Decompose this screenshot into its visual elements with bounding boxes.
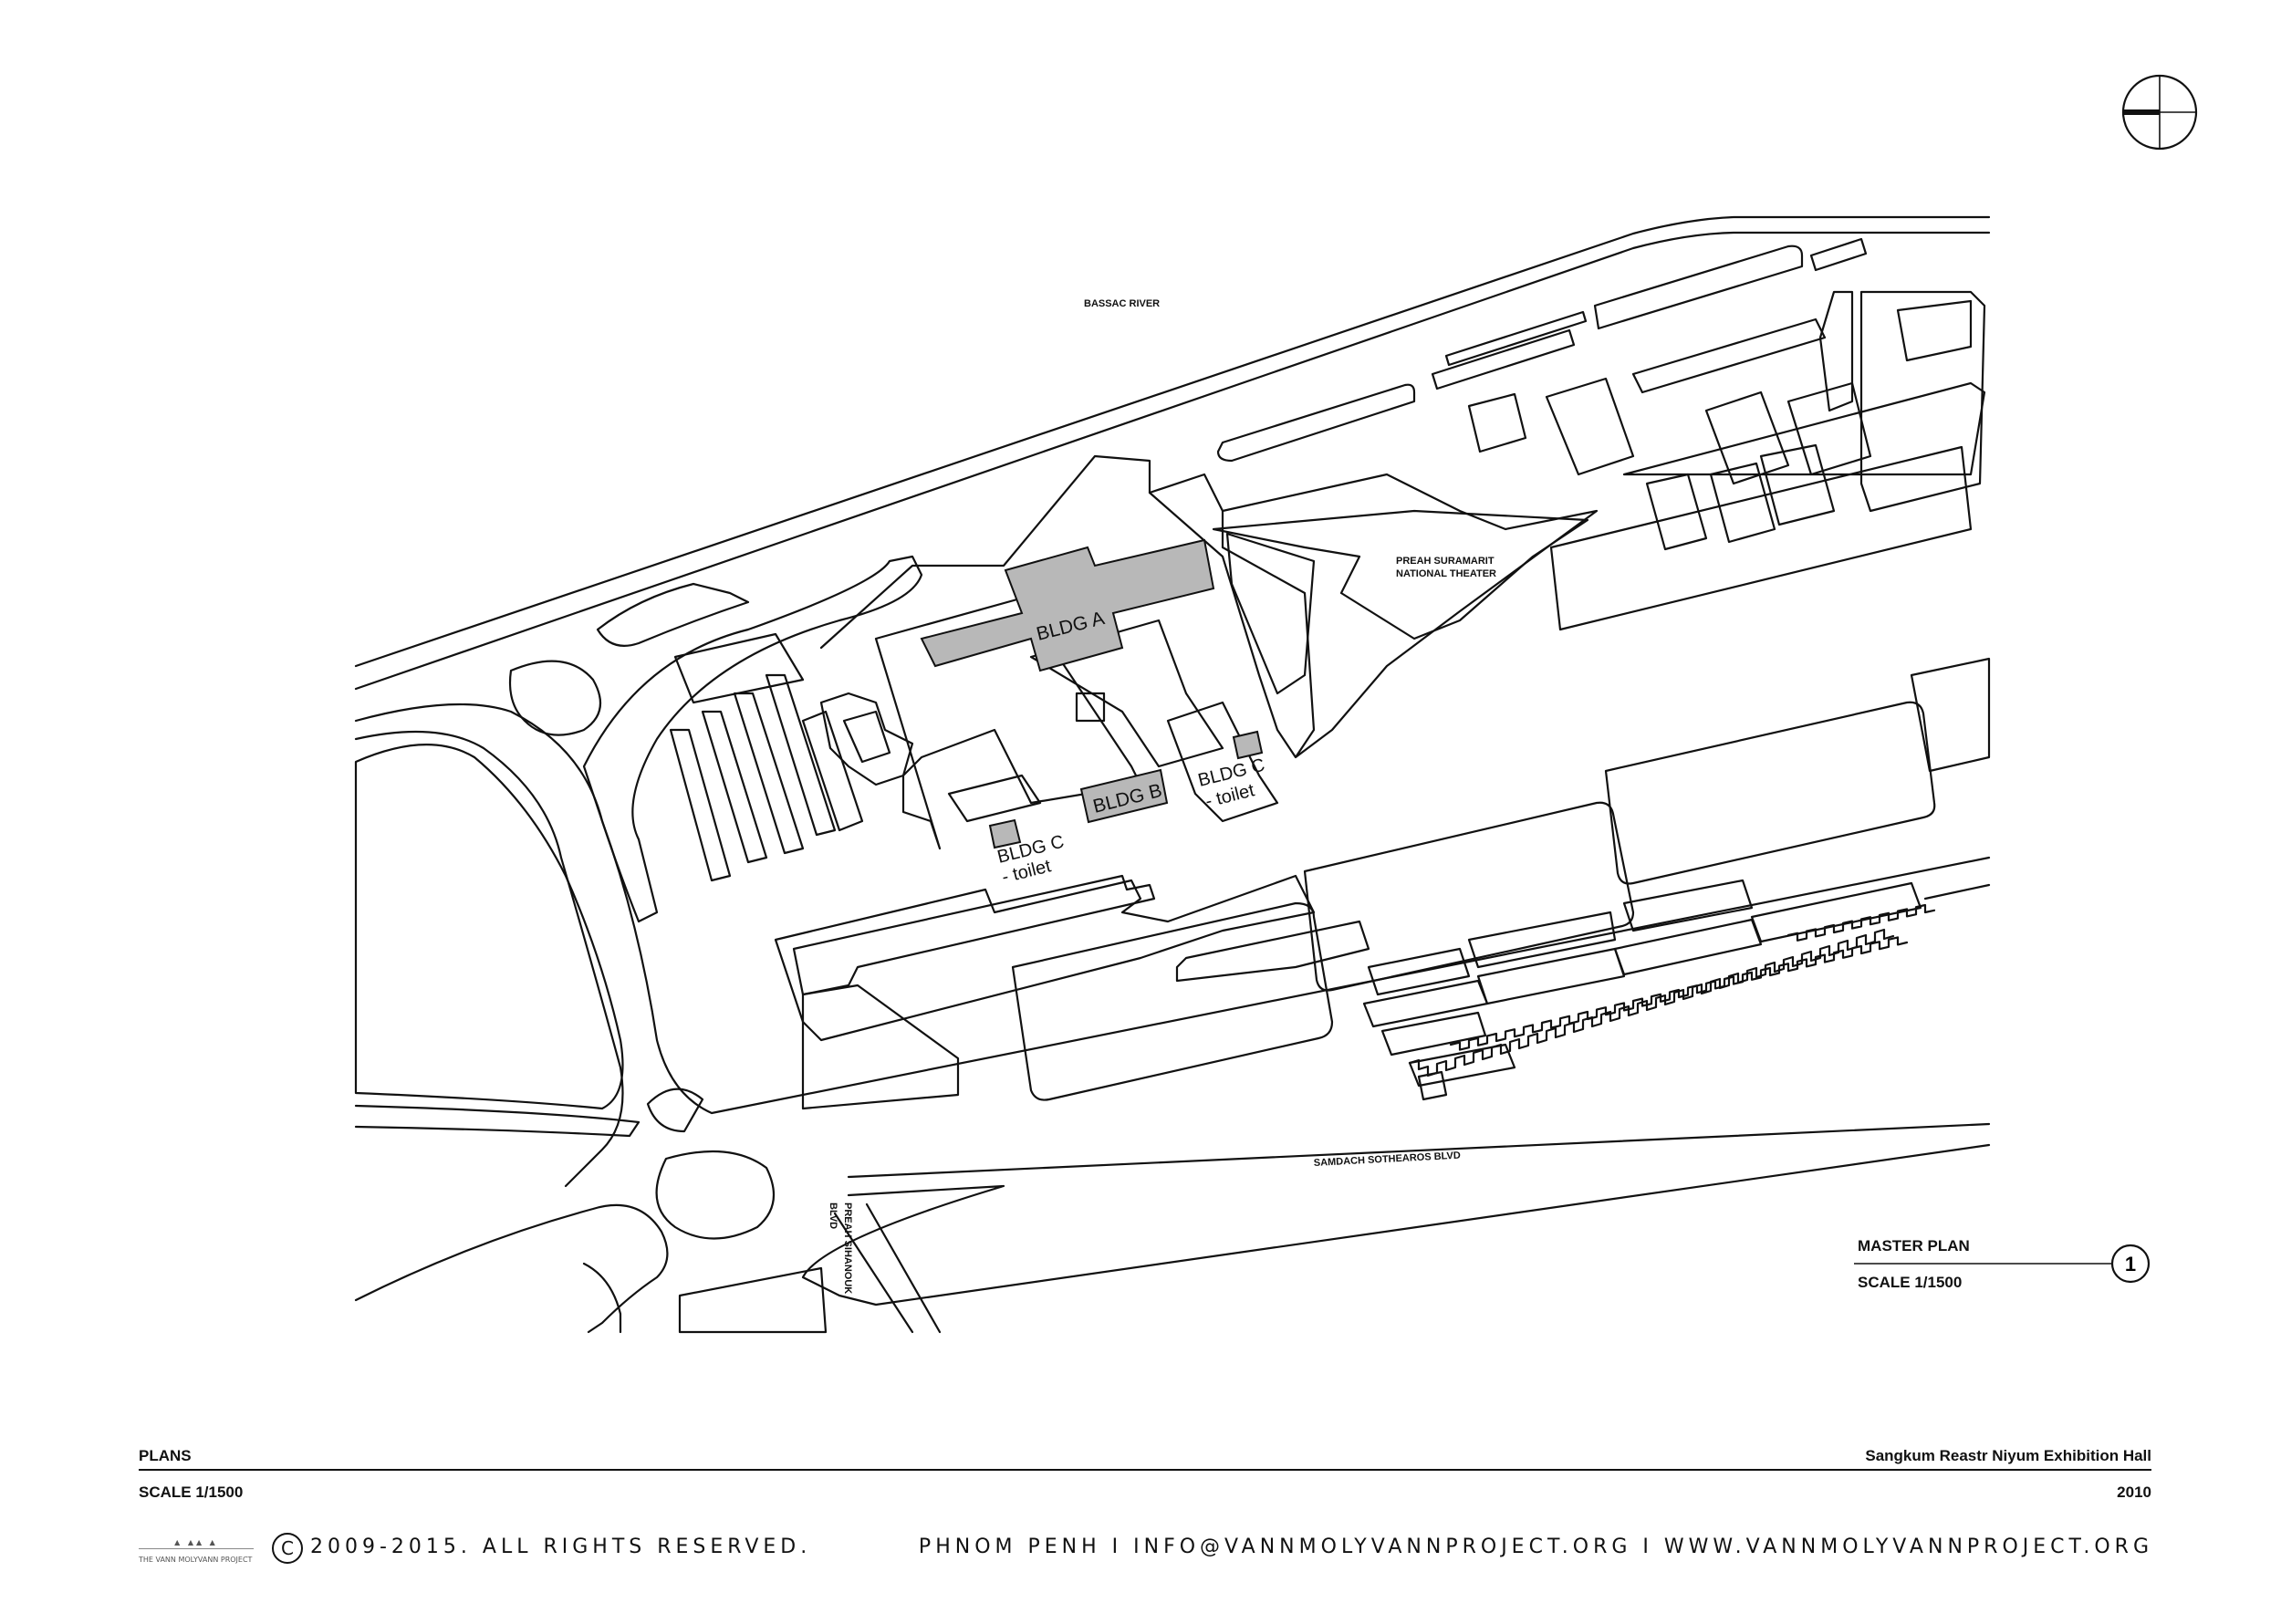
copyright-icon: C <box>272 1533 303 1564</box>
north-arrow-icon <box>2121 74 2198 151</box>
logo-caption: THE VANN MOLYVANN PROJECT <box>139 1556 253 1564</box>
drawing-number: 1 <box>2125 1253 2136 1275</box>
blvd-west-label-1: PREAH SIHANOUK <box>842 1202 853 1294</box>
title-block-rule <box>139 1469 2151 1471</box>
theater-label-2: NATIONAL THEATER <box>1396 568 1496 579</box>
sheet-scale: SCALE 1/1500 <box>139 1483 244 1501</box>
bldg-c-right <box>1232 730 1264 760</box>
project-name: Sangkum Reastr Niyum Exhibition Hall <box>1865 1447 2151 1464</box>
drawing-scale: SCALE 1/1500 <box>1858 1274 1963 1291</box>
bldg-b <box>1079 768 1169 824</box>
river-bank <box>354 215 1991 691</box>
river-blocks <box>1216 237 1986 631</box>
river-label: BASSAC RIVER <box>1084 298 1160 309</box>
bldg-c-left <box>988 818 1022 849</box>
theater-label-1: PREAH SURAMARIT <box>1396 556 1495 567</box>
project-year: 2010 <box>2117 1483 2151 1501</box>
drawing-number-marker: 1 <box>1854 1244 2151 1284</box>
drawing-title: MASTER PLAN <box>1858 1237 1970 1254</box>
sheet-title: PLANS <box>139 1447 192 1464</box>
south-blocks <box>774 657 1991 1110</box>
road-network <box>354 660 1991 1334</box>
vann-molyvann-logo: ▲ ▲▲ ▲ <box>139 1538 254 1549</box>
contact-text: PHNOM PENH I INFO@VANNMOLYVANNPROJECT.OR… <box>918 1536 2153 1558</box>
copyright-text: 2009-2015. ALL RIGHTS RESERVED. <box>310 1536 812 1558</box>
national-theater <box>1212 509 1589 640</box>
bldg-a <box>920 538 1215 672</box>
site-layout <box>582 454 1599 923</box>
blvd-west-label-2: BLVD <box>828 1202 838 1229</box>
